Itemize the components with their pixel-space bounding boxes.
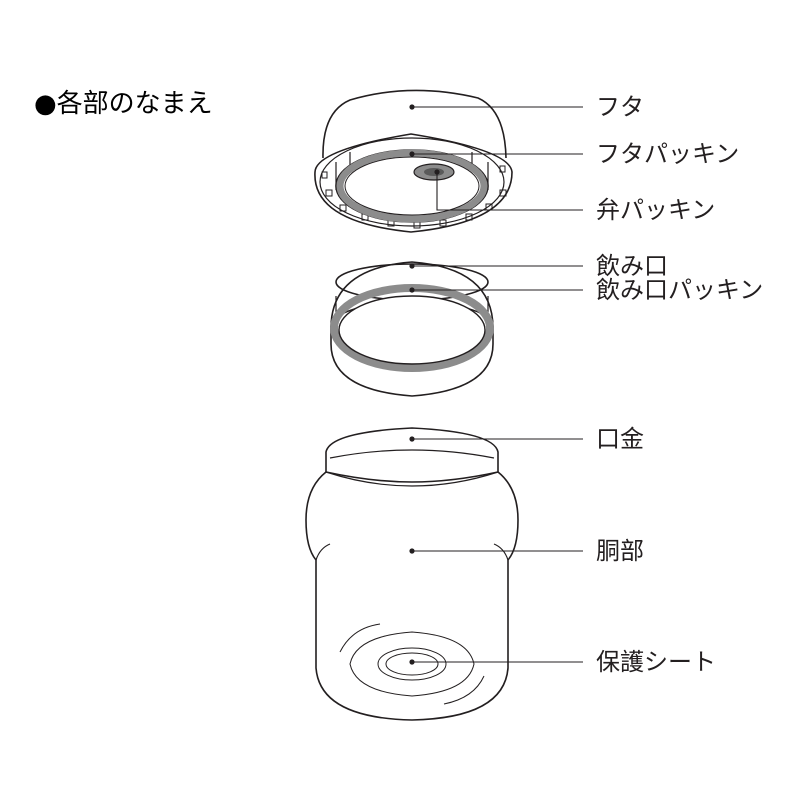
protection-sheet-label: 保護シート: [596, 648, 716, 676]
mouthpiece-packing-label: 飲み口パッキン: [596, 276, 763, 304]
valve-packing-drawing: [413, 163, 455, 181]
body-drawing: [305, 427, 519, 721]
lid-label: フタ: [596, 93, 644, 121]
mouthpiece-label: 飲み口: [596, 252, 668, 280]
neck-label: 口金: [596, 425, 644, 453]
lid-packing-drawing: [336, 149, 488, 223]
mouthpiece-packing-drawing: [330, 284, 494, 372]
lid-packing-label: フタパッキン: [596, 140, 739, 168]
body-label: 胴部: [596, 537, 644, 565]
section-title: ●各部のなまえ: [34, 89, 213, 119]
valve-packing-leader-line: [436, 172, 583, 211]
leader-lines: [409, 104, 583, 665]
valve-packing-label: 弁パッキン: [596, 196, 715, 224]
